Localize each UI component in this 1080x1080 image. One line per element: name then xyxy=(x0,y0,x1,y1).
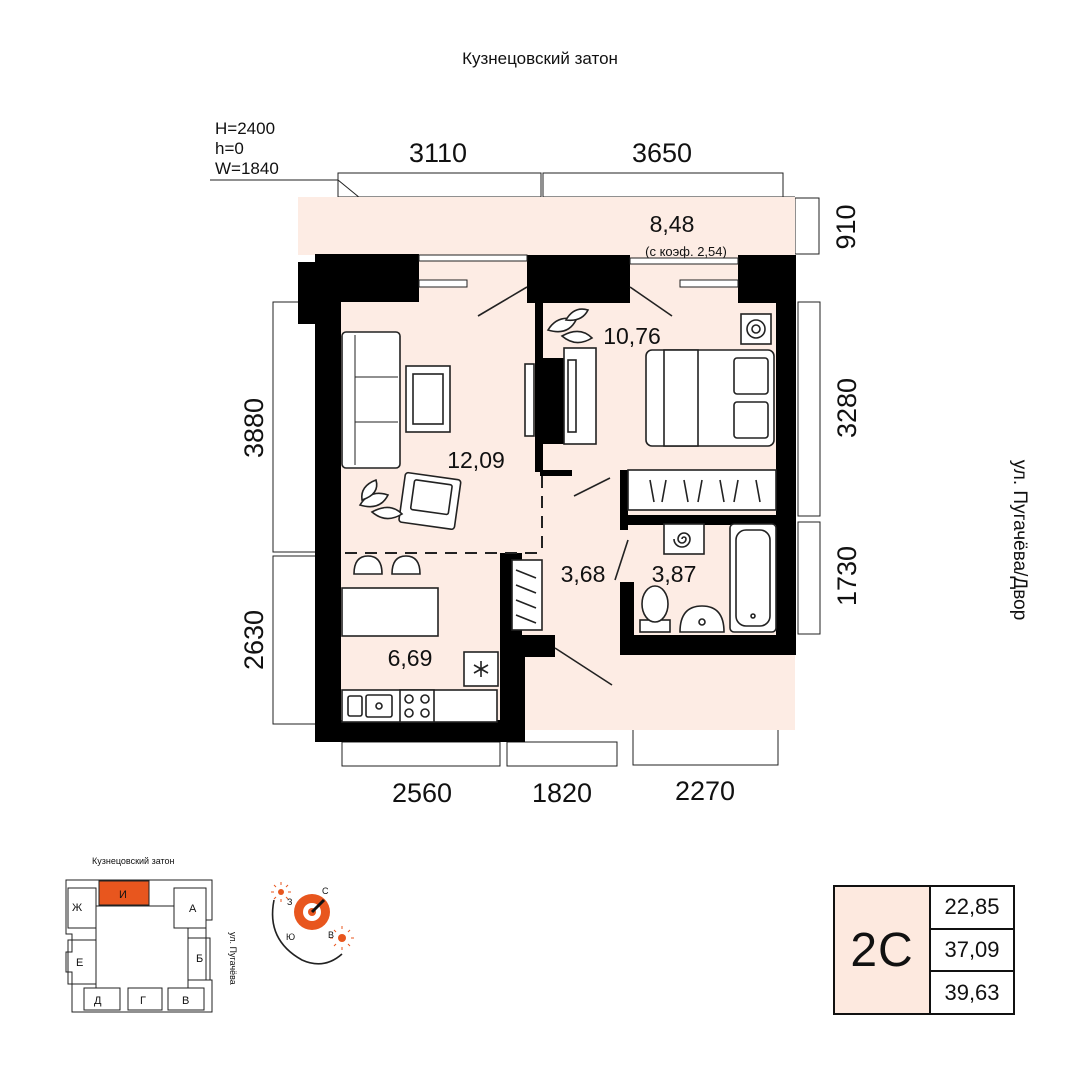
window-width-label: W=1840 xyxy=(215,159,279,178)
compass-icon: С З Ю В xyxy=(271,882,354,965)
doors xyxy=(477,286,673,686)
plant-icon xyxy=(358,478,404,520)
bedroom-area-label: 10,76 xyxy=(603,323,661,349)
keyplan-section-a: А xyxy=(189,903,197,915)
boiler-icon xyxy=(663,523,705,555)
sofa xyxy=(341,331,401,469)
dim-right-balcony: 910 xyxy=(831,204,861,249)
balcony-area-label: 8,48 xyxy=(650,211,695,237)
bathroom-sink xyxy=(679,605,725,633)
coffee-table xyxy=(405,365,451,433)
hall-area-label: 3,68 xyxy=(561,561,606,587)
bathtub xyxy=(729,523,777,633)
kitchen-island xyxy=(341,587,439,637)
total-area-value: 37,09 xyxy=(931,930,1013,973)
dim-left-living: 3880 xyxy=(239,398,269,458)
sunset-icon xyxy=(330,926,354,950)
plant-icon-bedroom xyxy=(546,308,594,344)
armchair xyxy=(398,471,462,531)
dim-right-bedroom: 3280 xyxy=(832,378,862,438)
section-highlight xyxy=(98,880,150,906)
street-right-label: ул. Пугачёва/Двор xyxy=(1009,460,1030,621)
wardrobe-bedroom xyxy=(627,469,777,511)
compass-north: С xyxy=(322,886,329,896)
living-area-label: 12,09 xyxy=(447,447,505,473)
keyplan-section-zh: Ж xyxy=(72,902,82,914)
dim-bottom-bath: 2270 xyxy=(675,776,735,806)
window-height-label: H=2400 xyxy=(215,119,275,138)
sunrise-icon xyxy=(271,882,291,902)
windows xyxy=(418,254,739,288)
dim-right-bath: 1730 xyxy=(832,546,862,606)
compass-south: Ю xyxy=(286,932,295,942)
wardrobe-hall xyxy=(511,559,543,631)
tv xyxy=(524,347,597,445)
keyplan-section-d: Д xyxy=(94,995,102,1007)
dim-top-right: 3650 xyxy=(632,138,692,168)
keyplan-section-i: И xyxy=(119,889,127,901)
bed xyxy=(645,349,775,447)
washing-machine-icon xyxy=(740,313,772,345)
toilet xyxy=(639,585,671,633)
apartment-type: 2С xyxy=(835,887,931,1013)
key-plan: Кузнецовский затон И Ж А Е Б Д Г В ул. П… xyxy=(65,856,238,1013)
dim-top-left: 3110 xyxy=(409,138,467,168)
window-sill-label: h=0 xyxy=(215,139,244,158)
living-area-value: 22,85 xyxy=(931,887,1013,930)
balcony-coef-label: (с коэф. 2,54) xyxy=(645,244,727,259)
kitchen-area-label: 6,69 xyxy=(388,645,433,671)
area-list: 22,85 37,09 39,63 xyxy=(931,887,1013,1013)
keyplan-section-b: Б xyxy=(196,953,203,965)
bath-area-label: 3,87 xyxy=(652,561,697,587)
keyplan-section-v: В xyxy=(182,995,189,1007)
apartment-summary: 2С 22,85 37,09 39,63 xyxy=(833,885,1015,1015)
dim-bottom-kitchen: 2560 xyxy=(392,778,452,808)
kitchen-counter xyxy=(341,689,498,723)
street-top-label: Кузнецовский затон xyxy=(462,49,618,68)
compass-west: З xyxy=(287,897,292,907)
keyplan-section-g: Г xyxy=(140,995,146,1007)
dim-left-kitchen: 2630 xyxy=(239,610,269,670)
keyplan-street: ул. Пугачёва xyxy=(228,932,238,985)
dim-bottom-hall: 1820 xyxy=(532,778,592,808)
keyplan-title: Кузнецовский затон xyxy=(92,856,175,866)
compass-east: В xyxy=(328,930,334,940)
total-with-balcony-value: 39,63 xyxy=(944,979,1000,1005)
bar-stools xyxy=(353,555,421,575)
keyplan-section-e: Е xyxy=(76,957,83,969)
fridge xyxy=(463,651,499,687)
